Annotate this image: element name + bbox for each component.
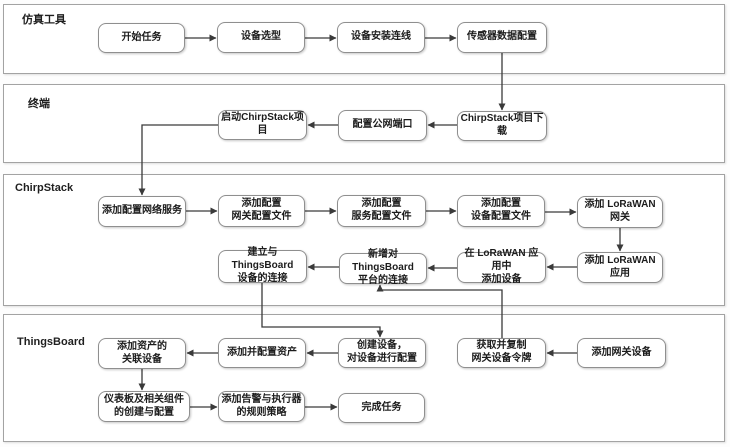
flow-node-sensor-data-config: 传感器数据配置 — [457, 22, 547, 53]
lane-label-chirpstack: ChirpStack — [15, 182, 74, 194]
flow-node-start-chirpstack-project: 启动ChirpStack项目 — [218, 110, 307, 140]
flow-node-add-device-profile: 添加配置 设备配置文件 — [457, 195, 545, 227]
lane-terminal: 终端 — [3, 84, 725, 163]
flow-node-device-selection: 设备选型 — [217, 22, 305, 53]
flow-node-add-asset-devices: 添加资产的 关联设备 — [98, 338, 186, 369]
flow-node-add-lorawan-app: 添加 LoRaWAN 应用 — [577, 252, 663, 283]
flow-node-add-device-in-app: 在 LoRaWAN 应用中 添加设备 — [457, 248, 546, 285]
flow-node-device-install-wiring: 设备安装连线 — [337, 22, 425, 53]
lane-label-thingsboard: ThingsBoard — [17, 336, 85, 348]
flow-node-establish-tb-device-conn: 建立与ThingsBoard 设备的连接 — [218, 247, 307, 284]
flow-node-complete-task: 完成任务 — [338, 393, 425, 423]
flow-node-chirpstack-download: ChirpStack项目下载 — [457, 111, 547, 141]
flow-node-add-service-profile: 添加配置 服务配置文件 — [337, 195, 426, 227]
lane-label-terminal: 终端 — [28, 98, 50, 110]
flow-node-add-gateway-device: 添加网关设备 — [577, 338, 666, 368]
flow-node-dashboard-create-config: 仪表板及相关组件 的创建与配置 — [98, 391, 190, 422]
flow-node-add-gateway-profile: 添加配置 网关配置文件 — [218, 195, 305, 227]
flow-node-add-alarm-actuator-rules: 添加告警与执行器 的规则策略 — [218, 391, 305, 422]
flow-node-add-network-service: 添加配置网络服务 — [98, 196, 186, 227]
flow-node-add-tb-platform-conn: 新增对ThingsBoard 平台的连接 — [339, 249, 427, 286]
flow-node-get-copy-gateway-token: 获取并复制 网关设备令牌 — [457, 338, 546, 368]
flow-node-add-config-asset: 添加并配置资产 — [218, 338, 306, 368]
flow-node-add-lorawan-gateway: 添加 LoRaWAN 网关 — [577, 196, 663, 228]
flow-node-create-config-device: 创建设备， 对设备进行配置 — [338, 338, 426, 368]
lane-label-sim-tool: 仿真工具 — [22, 14, 66, 26]
flow-node-start-task: 开始任务 — [98, 23, 185, 53]
flow-node-public-port-config: 配置公网端口 — [338, 110, 427, 141]
